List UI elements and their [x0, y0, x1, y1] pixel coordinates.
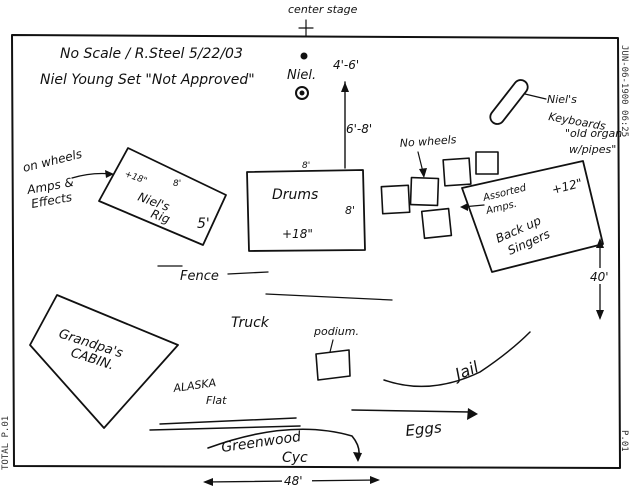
keyboards-label-line3: "old organ	[565, 127, 622, 140]
dim-4-6-label: 4'-6'	[333, 58, 359, 72]
fax-page-text: P.01	[619, 430, 629, 452]
note-scale-line: No Scale / R.Steel 5/22/03	[60, 46, 243, 62]
dim-48-label-bg	[282, 472, 312, 486]
dim-arrow-up	[341, 82, 349, 92]
drums-riser	[246, 169, 366, 252]
fence-line-3	[265, 293, 393, 301]
on-wheels-arrowhead	[105, 170, 114, 178]
niel-mic-label: Niel.	[287, 68, 316, 83]
stage-boundary	[11, 34, 621, 469]
fence-line-2	[227, 271, 269, 275]
backup-singers-riser	[461, 160, 604, 273]
eggs-arrowhead	[467, 408, 478, 420]
dim-48-label: 48'	[284, 474, 303, 488]
keyboards-label-line4: w/pipes"	[569, 143, 616, 156]
fax-header-text: JUN-06-1900 06:25	[619, 45, 629, 137]
amp-box-2	[409, 176, 440, 207]
dim-6-8-label: 6'-8'	[346, 122, 372, 136]
truck-label: Truck	[231, 315, 270, 331]
dim-40-arrow-up	[596, 238, 604, 248]
fax-total-text: TOTAL P.01	[1, 416, 11, 470]
no-wheels-arrowhead	[419, 168, 427, 178]
note-set-line: Niel Young Set "Not Approved"	[40, 72, 255, 88]
alaska-flat-line-b	[159, 417, 297, 425]
alaska-flat-line1: ALASKA	[172, 376, 217, 395]
amp-box-5	[420, 207, 453, 240]
niels-rig-dim-8: 8'	[173, 179, 181, 189]
jail-label: Jail	[450, 357, 482, 385]
dim-40-label: 40'	[590, 270, 609, 284]
grandpas-cabin	[29, 294, 179, 429]
riser-height-label: +12"	[550, 176, 583, 197]
amp-box-1	[380, 184, 411, 215]
eggs-line	[351, 409, 471, 413]
drums-height-label: +18"	[282, 227, 313, 241]
niels-rig-dim-5: 5'	[197, 216, 210, 232]
greenwood-cyc-arc	[207, 428, 360, 461]
on-wheels-label: on wheels	[21, 147, 83, 175]
jail-line	[383, 331, 531, 388]
drums-dim-8-top: 8'	[302, 161, 310, 171]
dim-48-arrow-left	[203, 478, 213, 486]
fence-label: Fence	[180, 269, 219, 284]
keyboards-label-line1: Niel's	[547, 93, 577, 106]
amp-box-3	[442, 157, 472, 187]
niel-mic-dot	[300, 52, 308, 60]
drums-dim-8-side: 8'	[345, 204, 355, 217]
center-stage-label: center stage	[288, 3, 358, 16]
dim-40-arrow-down	[596, 310, 604, 320]
dim-48-arrow-right	[370, 476, 380, 484]
niels-rig-label-line2: Rig	[149, 207, 172, 227]
assorted-amps-arrowhead	[460, 203, 468, 211]
alaska-flat-line2: Flat	[206, 394, 227, 407]
niel-mic-stand-icon	[295, 86, 309, 100]
alaska-flat-line	[149, 425, 301, 431]
eggs-label: Eggs	[405, 418, 443, 440]
greenwood-cyc-arrowhead	[353, 452, 362, 462]
podium-label: podium.	[313, 325, 359, 338]
niels-rig-height: +18"	[123, 169, 148, 186]
drums-label: Drums	[272, 187, 318, 203]
keyboards-arrow	[524, 93, 547, 100]
greenwood-cyc-line2: Cyc	[282, 450, 308, 466]
podium-box	[315, 349, 351, 381]
podium-mark	[329, 339, 334, 353]
amp-box-4	[475, 151, 499, 175]
niel-mic-stand-center	[299, 90, 305, 96]
niels-rig-riser	[98, 147, 227, 246]
no-wheels-label: No wheels	[399, 133, 457, 150]
dim-40-label-bg	[589, 268, 611, 284]
keyboards-pill	[489, 79, 529, 125]
